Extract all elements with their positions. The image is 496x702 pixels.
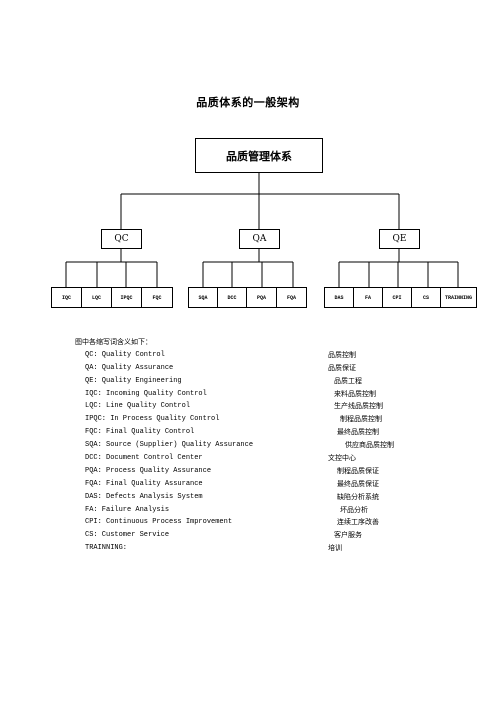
legend-zh: 生产线品质控制 xyxy=(334,402,383,411)
legend-zh: 来料品质控制 xyxy=(334,389,376,398)
legend-zh: 坏品分析 xyxy=(340,505,368,514)
legend-row: CS: Customer Service 客户服务 xyxy=(75,529,362,542)
legend-en: IPQC: In Process Quality Control xyxy=(85,415,220,424)
leaf-fqc: FQC xyxy=(141,287,173,308)
legend-zh: 文控中心 xyxy=(328,454,356,463)
page-title: 品质体系的一般架构 xyxy=(196,96,300,109)
group-box-qe: QE xyxy=(379,229,420,249)
legend-zh: 制程品质保证 xyxy=(337,466,379,475)
qa-children-row: SQA DCC PQA FQA xyxy=(188,287,307,308)
qe-children-row: DAS FA CPI CS TRAINNING xyxy=(324,287,477,308)
leaf-iqc: IQC xyxy=(51,287,82,308)
legend-en: IQC: Incoming Quality Control xyxy=(85,389,207,398)
legend-en: FA: Failure Analysis xyxy=(85,505,170,514)
legend-en: QA: Quality Assurance xyxy=(85,363,174,372)
legend-en: DAS: Defects Analysis System xyxy=(85,492,203,501)
legend-zh: 品质控制 xyxy=(328,350,356,359)
legend-row: CPI: Continuous Process Improvement 连续工序改… xyxy=(75,516,379,529)
legend-row: FQC: Final Quality Control 最终品质控制 xyxy=(75,426,379,439)
legend-en: SQA: Source (Supplier) Quality Assurance xyxy=(85,441,254,450)
legend-row: FA: Failure Analysis 坏品分析 xyxy=(75,504,368,517)
leaf-pqa: PQA xyxy=(246,287,277,308)
group-label-qa: QA xyxy=(252,234,267,244)
legend-row: PQA: Process Quality Assurance 制程品质保证 xyxy=(75,465,379,478)
leaf-fqa: FQA xyxy=(276,287,307,308)
legend-row: SQA: Source (Supplier) Quality Assurance… xyxy=(75,439,394,452)
group-label-qe: QE xyxy=(392,234,407,244)
leaf-sqa: SQA xyxy=(188,287,218,308)
legend-row: FQA: Final Quality Assurance 最终品质保证 xyxy=(75,478,379,491)
legend-row: QA: Quality Assurance 品质保证 xyxy=(75,362,356,375)
legend-en: CS: Customer Service xyxy=(85,531,170,540)
legend-en: FQC: Final Quality Control xyxy=(85,428,195,437)
legend-zh: 最终品质控制 xyxy=(337,428,379,437)
legend-row: DCC: Document Control Center 文控中心 xyxy=(75,452,356,465)
root-label: 品质管理体系 xyxy=(226,149,292,163)
qc-children-row: IQC LQC IPQC FQC xyxy=(51,287,173,308)
legend-row: IPQC: In Process Quality Control 制程品质控制 xyxy=(75,413,382,426)
legend-en: TRAINNING: xyxy=(85,544,128,553)
leaf-ipqc: IPQC xyxy=(111,287,142,308)
legend-zh: 品质工程 xyxy=(334,376,362,385)
root-box-quality-management-system: 品质管理体系 xyxy=(195,138,323,173)
legend-row: IQC: Incoming Quality Control 来料品质控制 xyxy=(75,388,376,401)
legend-row: LQC: Line Quality Control 生产线品质控制 xyxy=(75,400,383,413)
leaf-das: DAS xyxy=(324,287,354,308)
legend-row: DAS: Defects Analysis System 缺陷分析系统 xyxy=(75,491,379,504)
legend-zh: 品质保证 xyxy=(328,363,356,372)
org-chart-connectors xyxy=(65,173,459,287)
legend-en: CPI: Continuous Process Improvement xyxy=(85,518,233,527)
abbreviation-legend: 图中各缩写词含义如下： QC: Quality Control 品质控制 QA: … xyxy=(75,336,394,555)
group-box-qa: QA xyxy=(239,229,280,249)
leaf-cpi: CPI xyxy=(382,287,412,308)
legend-zh: 客户服务 xyxy=(334,531,362,540)
legend-title: 图中各缩写词含义如下： xyxy=(75,338,152,346)
legend-zh: 最终品质保证 xyxy=(337,479,379,488)
leaf-lqc: LQC xyxy=(81,287,112,308)
legend-zh: 连续工序改善 xyxy=(337,518,379,527)
legend-zh: 缺陷分析系统 xyxy=(337,492,379,501)
legend-zh: 供应商品质控制 xyxy=(345,441,394,450)
legend-zh: 培训 xyxy=(328,544,342,553)
legend-zh: 制程品质控制 xyxy=(340,415,382,424)
group-box-qc: QC xyxy=(101,229,142,249)
legend-row: TRAINNING: 培训 xyxy=(75,542,342,555)
legend-en: FQA: Final Quality Assurance xyxy=(85,479,203,488)
legend-en: LQC: Line Quality Control xyxy=(85,402,191,411)
leaf-dcc: DCC xyxy=(217,287,247,308)
leaf-cs: CS xyxy=(411,287,441,308)
legend-en: PQA: Process Quality Assurance xyxy=(85,466,212,475)
legend-en: DCC: Document Control Center xyxy=(85,454,203,463)
leaf-trainning: TRAINNING xyxy=(440,287,477,308)
legend-row: QC: Quality Control 品质控制 xyxy=(75,349,356,362)
leaf-fa: FA xyxy=(353,287,383,308)
legend-en: QC: Quality Control xyxy=(85,350,165,359)
legend-en: QE: Quality Engineering xyxy=(85,376,182,385)
group-label-qc: QC xyxy=(114,234,129,244)
legend-row: QE: Quality Engineering 品质工程 xyxy=(75,375,362,388)
